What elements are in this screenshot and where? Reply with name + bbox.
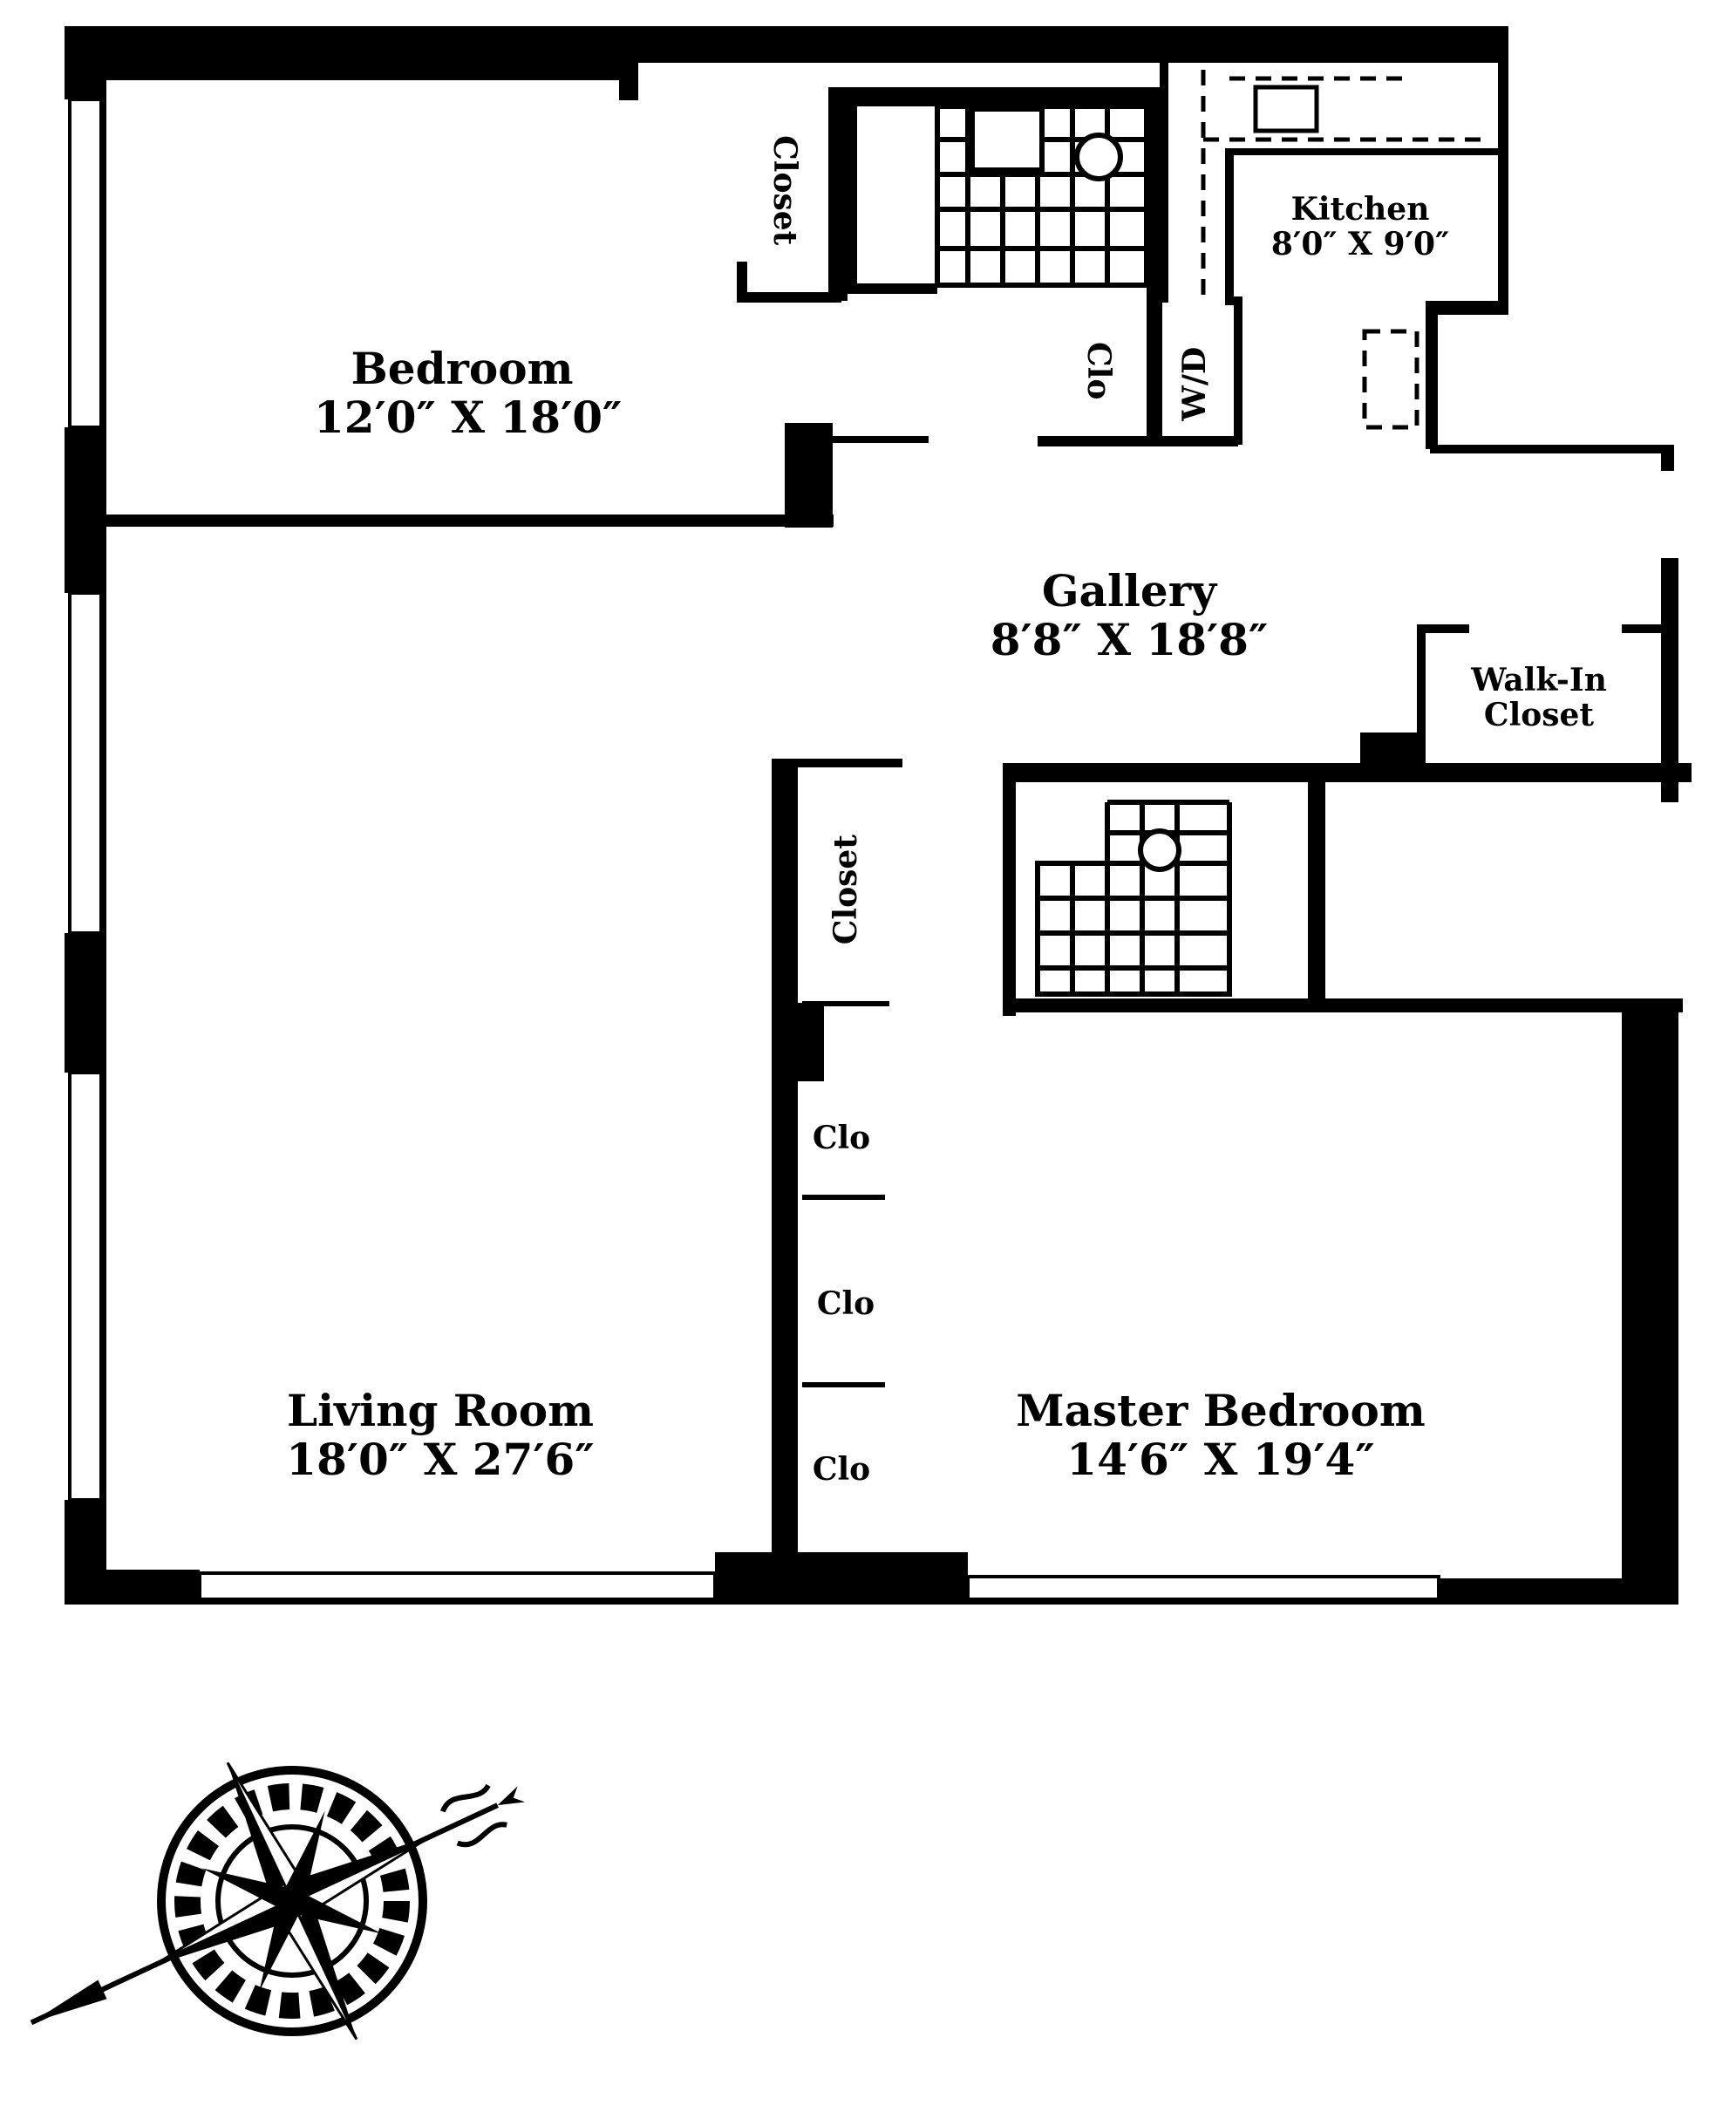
walkin-name: Walk-In — [1471, 662, 1607, 698]
wall-clo-3 — [802, 1001, 889, 1006]
wall-bath2-west — [1003, 763, 1016, 1016]
gallery-name: Gallery — [1041, 565, 1217, 617]
wall-bedroom-pier — [785, 423, 833, 528]
window-south-2 — [966, 1575, 1440, 1601]
clo-label-3: Clo — [812, 1451, 871, 1488]
wall-walkin-north — [1417, 624, 1469, 633]
bedroom-closet-label: Closet — [766, 135, 804, 246]
wall-bath2-east — [1308, 763, 1325, 1007]
wall-west-3 — [65, 933, 106, 1073]
wall-top-right — [619, 26, 1508, 63]
wall-bath2-south — [1003, 998, 1683, 1012]
walkin-name2: Closet — [1483, 697, 1595, 734]
kitchen-dims: 8′0″ X 9′0″ — [1270, 226, 1450, 263]
wall-bottom-mid — [715, 1552, 968, 1605]
bedroom-name: Bedroom — [351, 343, 574, 394]
clo-label-2: Clo — [816, 1285, 875, 1322]
wall-bedroom-closet-west — [737, 262, 747, 301]
wall-walkin-west — [1417, 624, 1426, 781]
bath2-tiles — [1035, 861, 1232, 997]
wall-bath1-top — [848, 87, 1157, 106]
wall-kitchen-inner-top — [1225, 148, 1504, 155]
living-room-label: Living Room 18′0″ X 27′6″ — [262, 1387, 619, 1484]
window-south-1 — [198, 1571, 717, 1601]
living-name: Living Room — [286, 1385, 595, 1436]
living-dims: 18′0″ X 27′6″ — [286, 1434, 595, 1485]
wall-kitchen-stub — [1426, 301, 1438, 449]
bedroom-dims: 12′0″ X 18′0″ — [314, 392, 623, 443]
gallery-closet-label: Closet — [827, 835, 864, 945]
wall-clo-1 — [802, 1195, 885, 1200]
wall-wd-east — [1234, 296, 1242, 445]
wall-east-walkin — [1661, 558, 1678, 802]
master-name: Master Bedroom — [1016, 1385, 1426, 1436]
wall-kitchen-east — [1498, 26, 1508, 314]
kitchen-label: Kitchen 8′0″ X 9′0″ — [1256, 192, 1465, 262]
wall-walkin-pier — [1360, 733, 1426, 776]
wd-label: W/D — [1175, 346, 1213, 421]
wall-bedroom-door — [833, 436, 929, 443]
wall-kitchen-inner — [1225, 148, 1234, 305]
wall-kitchen-north — [1160, 63, 1168, 303]
wall-bottom-left — [65, 1570, 200, 1605]
gallery-dims: 8′8″ X 18′8″ — [990, 614, 1269, 665]
wall-kitchen-south — [1430, 301, 1508, 315]
window-west-1 — [68, 98, 103, 429]
wall-bedroom-closet-north — [619, 61, 638, 100]
wall-bottom-line — [65, 1599, 1678, 1605]
wall-walkin-ne — [1622, 624, 1674, 633]
wall-living-closet-west — [772, 759, 798, 1561]
kitchen-counter — [1201, 70, 1482, 296]
wall-bath1-west — [841, 87, 857, 292]
master-bedroom-label: Master Bedroom 14′6″ X 19′4″ — [1011, 1387, 1430, 1484]
wall-bedroom-closet-south — [737, 292, 841, 303]
wall-bedroom-south — [101, 514, 834, 527]
kitchen-range — [1253, 85, 1319, 133]
wall-east — [1622, 1003, 1678, 1605]
wall-bath1-south — [841, 283, 937, 294]
walkin-closet-label: Walk-In Closet — [1447, 663, 1630, 733]
wall-living-closet-pier — [793, 1003, 824, 1081]
wall-top-left — [65, 26, 619, 80]
window-west-2 — [68, 591, 103, 935]
bedroom-label: Bedroom 12′0″ X 18′0″ — [314, 343, 623, 443]
wall-clo-2 — [802, 1382, 885, 1387]
kitchen-clo-label: Clo — [1080, 341, 1118, 400]
wall-west-line — [101, 26, 106, 1605]
wall-living-closet-top — [772, 759, 902, 767]
master-dims: 14′6″ X 19′4″ — [1066, 1434, 1375, 1485]
kitchen-name: Kitchen — [1290, 191, 1430, 228]
wall-east-stub — [1430, 445, 1674, 453]
wall-clo-south — [1038, 436, 1238, 446]
clo-label-1: Clo — [812, 1120, 871, 1156]
wall-bath2-top — [1003, 763, 1692, 782]
window-west-3 — [68, 1071, 103, 1502]
wall-east-stub2 — [1661, 445, 1674, 471]
wall-west-1 — [65, 26, 106, 99]
compass-rose — [30, 1761, 526, 2041]
wall-west-2 — [65, 427, 106, 593]
wd-unit — [1362, 329, 1419, 430]
wall-wd-west — [1151, 296, 1161, 445]
gallery-label: Gallery 8′8″ X 18′8″ — [985, 567, 1273, 664]
